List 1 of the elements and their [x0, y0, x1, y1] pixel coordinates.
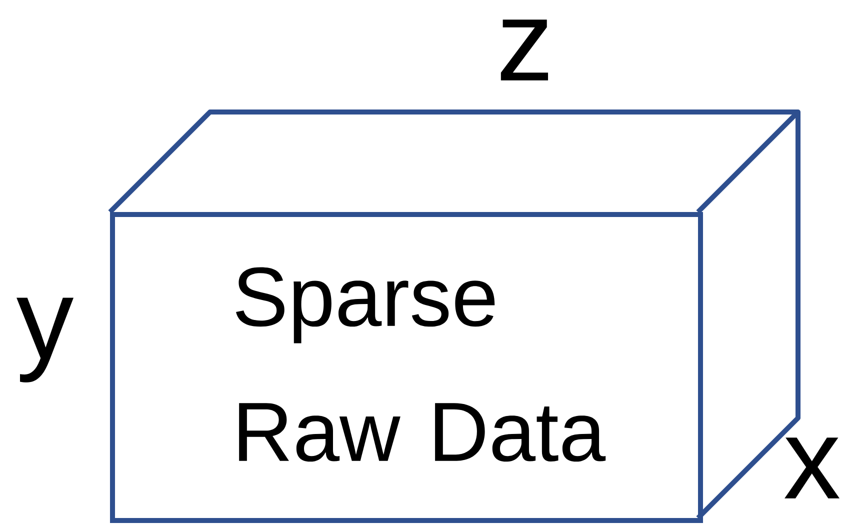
axis-label: z	[500, 20, 548, 80]
